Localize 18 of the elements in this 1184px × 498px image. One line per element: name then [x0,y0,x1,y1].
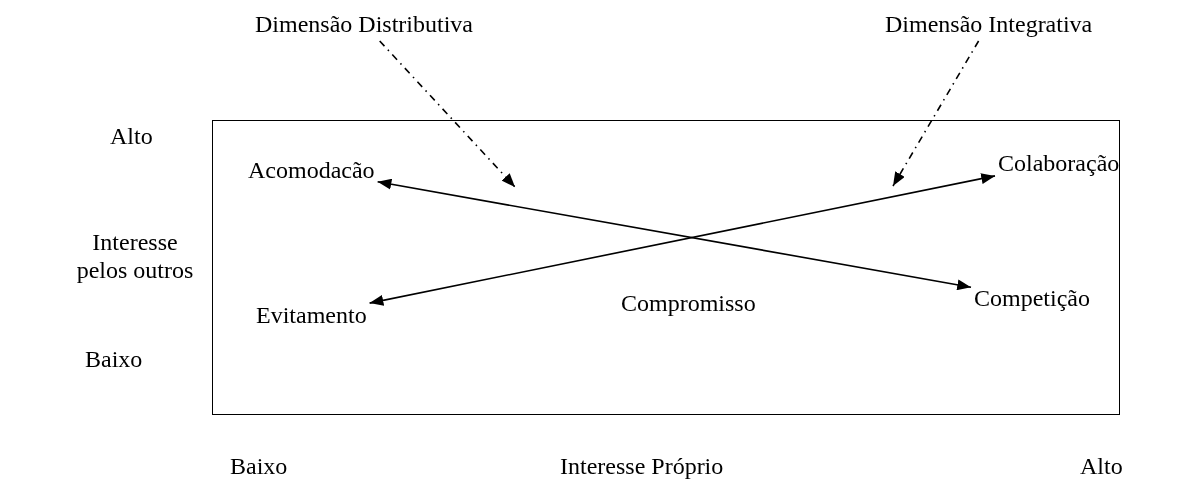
style-label: Competição [974,284,1090,312]
axis-level-label: Alto [110,122,153,150]
axis-level-label: Baixo [230,452,288,480]
double-arrow [368,173,996,306]
double-arrow [376,178,972,291]
style-label: Compromisso [621,289,756,317]
chart-frame [212,120,1120,415]
axis-title: Interesse Próprio [560,452,724,480]
style-label: Acomodacão [248,156,375,184]
leader-arrow [892,40,980,187]
axis-title: Interesse pelos outros [75,228,195,284]
style-label: Colaboração [998,149,1120,177]
axis-level-label: Alto [1080,452,1123,480]
dimension-label: Dimensão Distributiva [255,10,473,38]
leader-arrow [378,40,516,188]
axis-level-label: Baixo [85,345,143,373]
dimension-label: Dimensão Integrativa [885,10,1093,38]
style-label: Evitamento [256,301,367,329]
